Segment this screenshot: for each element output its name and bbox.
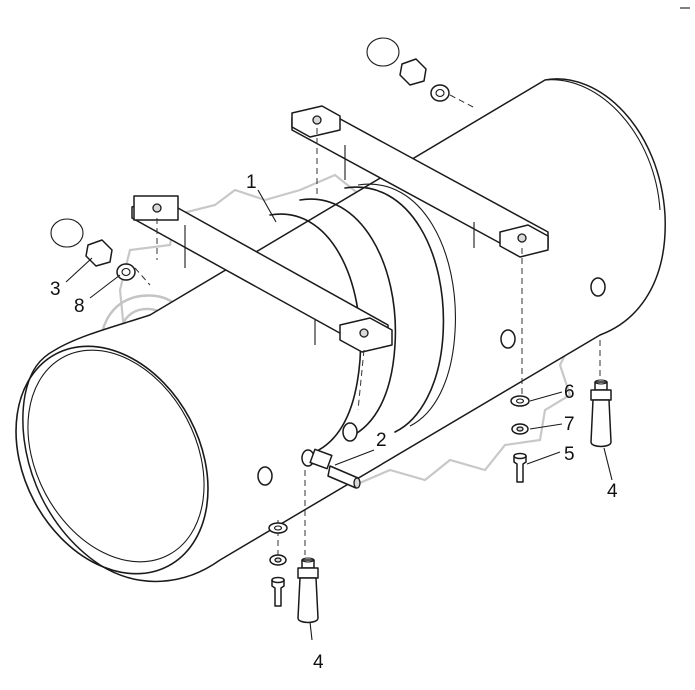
assembly-lines [134, 94, 601, 560]
callout-2: 2 [376, 430, 387, 451]
tank-rear-edge [544, 79, 661, 211]
tank-ports [257, 277, 606, 486]
callout-1: 1 [246, 172, 257, 193]
sensor-bottom [297, 557, 319, 624]
tank-band-4 [357, 183, 456, 427]
port-1 [257, 466, 273, 486]
sensor-right [590, 379, 612, 448]
plug-left-body [85, 239, 113, 267]
port-3 [500, 329, 516, 349]
bracket-front-hole-left [152, 203, 162, 213]
drain-valve [301, 448, 361, 489]
callout-4-right: 4 [607, 481, 618, 502]
tank-end-cap-rim [27, 349, 205, 563]
plug-top-ring-icon [366, 37, 400, 67]
bracket-front [131, 195, 393, 353]
callout-6: 6 [564, 382, 575, 403]
plug-left [50, 218, 136, 281]
washer-6 [510, 395, 530, 407]
tank-end-cap [15, 345, 209, 575]
callouts: 1 2 3 4 4 5 6 7 8 [50, 172, 618, 673]
fastener-left [268, 522, 288, 607]
callout-3: 3 [50, 279, 61, 300]
plug-top-body [399, 58, 427, 86]
seal-left [116, 263, 136, 281]
fastener-right [510, 395, 530, 483]
bracket-rear-hole-right [517, 233, 527, 243]
plug-left-ring-icon [50, 218, 84, 248]
callout-8: 8 [74, 296, 85, 317]
bracket-front-hole-right [359, 328, 369, 338]
bracket-rear-hole-left [312, 115, 322, 125]
plug-top [366, 37, 450, 102]
port-4 [590, 277, 606, 297]
bolt-left [271, 579, 285, 607]
bolt-5 [513, 455, 527, 483]
callout-5: 5 [564, 444, 575, 465]
tank [15, 78, 666, 583]
tank-band-2 [299, 198, 397, 438]
bracket-rear [291, 105, 549, 258]
port-2 [342, 422, 358, 442]
callout-7: 7 [564, 414, 575, 435]
seal-top [430, 84, 450, 102]
tank-band-3 [344, 186, 445, 433]
callout-4-bottom: 4 [313, 652, 324, 673]
leader-lines [65, 189, 613, 641]
washer-a [268, 522, 288, 534]
